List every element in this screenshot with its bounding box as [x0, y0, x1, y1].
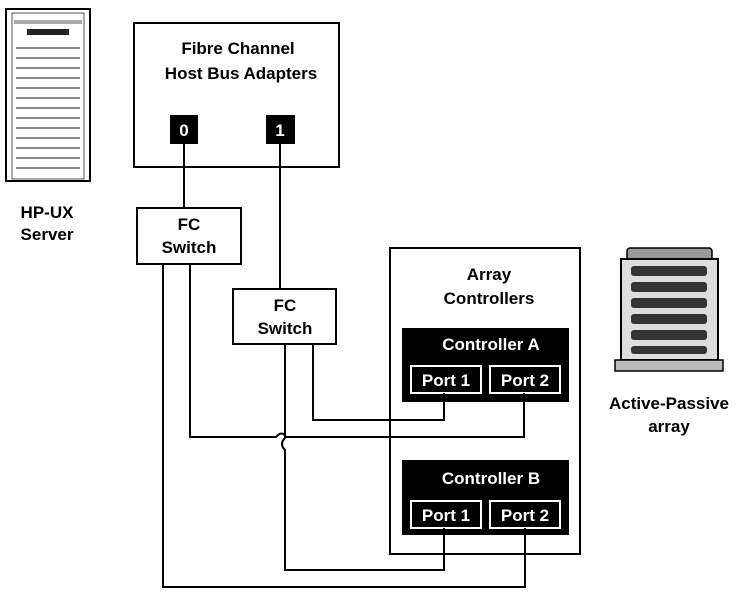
controller-a-port-1	[410, 365, 482, 394]
array-controllers-title-line1: Array	[467, 265, 512, 284]
controller-b-port-1	[410, 500, 482, 529]
server-label-line2: Server	[21, 225, 74, 244]
controller-b-port-1-label: Port 1	[422, 506, 470, 525]
hba-title-line2: Host Bus Adapters	[165, 64, 317, 83]
hba-port-1-label: 1	[275, 121, 284, 140]
array-controllers-title-line2: Controllers	[444, 289, 535, 308]
disk-array-icon	[614, 247, 724, 372]
controller-b-port-2-label: Port 2	[501, 506, 549, 525]
cable-switch2-ctrlB-port1	[281, 344, 445, 571]
array-label-line2: array	[648, 417, 690, 436]
array-label-line1: Active-Passive	[609, 394, 729, 413]
cable-switch1-ctrlB-port2	[162, 264, 526, 588]
hba-port-0-label: 0	[179, 121, 188, 140]
controller-a-port-2	[489, 365, 561, 394]
controller-a-port-2-label: Port 2	[501, 371, 549, 390]
fc-switch-2	[232, 288, 337, 345]
server-tower-icon	[5, 8, 91, 182]
controller-a-title: Controller A	[442, 335, 540, 354]
controller-a-port-1-label: Port 1	[422, 371, 470, 390]
hba-port-1	[266, 115, 295, 144]
server-label-line1: HP-UX	[21, 203, 75, 222]
fc-switch-2-line2: Switch	[258, 319, 313, 338]
controller-b-title: Controller B	[442, 469, 540, 488]
fc-switch-2-line1: FC	[274, 296, 297, 315]
hba-box	[133, 22, 340, 168]
controller-b-port-2	[489, 500, 561, 529]
cable-switch2-ctrlA-port1	[312, 344, 445, 421]
fc-switch-1-line2: Switch	[162, 238, 217, 257]
hba-title-line1: Fibre Channel	[181, 39, 294, 58]
hba-port-0	[170, 115, 198, 144]
fc-switch-1-line1: FC	[178, 215, 201, 234]
